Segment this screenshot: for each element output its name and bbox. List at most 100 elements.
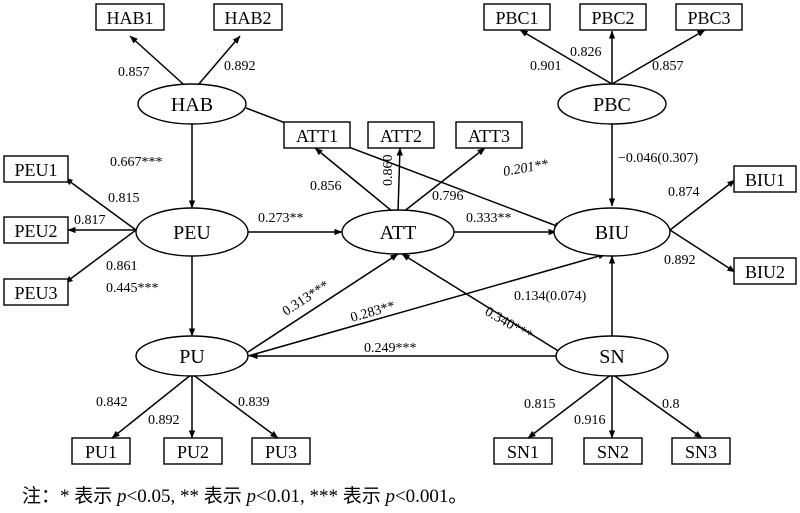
construct-biu-label: BIU [595, 222, 630, 244]
loading-biu-biu2: 0.892 [664, 253, 696, 268]
indicator-pbc1-label: PBC1 [495, 8, 538, 28]
edge-pbc-pbc3 [611, 29, 706, 85]
edge-pu-pu3 [191, 373, 279, 439]
loading-pu-pu2: 0.892 [148, 413, 180, 428]
construct-peu-label: PEU [173, 222, 211, 244]
indicator-sn3-label: SN3 [685, 442, 717, 462]
loading-pbc-pbc3: 0.857 [652, 59, 684, 74]
indicators: HAB1 HAB2 PBC1 PBC2 PBC3 PEU1 PEU2 PEU3 … [3, 3, 797, 465]
edge-sn-sn3 [611, 373, 703, 439]
loading-peu-peu1: 0.815 [108, 191, 140, 206]
edge-sn-sn1 [527, 373, 613, 439]
indicator-att2: ATT2 [367, 121, 435, 149]
loading-peu-peu2: 0.817 [74, 213, 106, 228]
loading-labels: 0.857 0.892 0.901 0.826 0.857 0.815 0.81… [74, 45, 700, 428]
indicator-pbc3: PBC3 [675, 3, 743, 31]
construct-att: ATT [341, 209, 455, 255]
coef-hab-peu: 0.667*** [110, 155, 163, 170]
loading-pbc-pbc1: 0.901 [530, 59, 562, 74]
edge-peu-peu1 [64, 177, 137, 231]
indicator-hab2-label: HAB2 [224, 8, 271, 28]
coef-sn-biu: 0.134(0.074) [514, 289, 587, 304]
construct-hab: HAB [137, 83, 247, 125]
footnote-text-3: <0.001。 [394, 486, 468, 507]
loading-sn-sn3: 0.8 [662, 397, 680, 412]
footnote-prefix: 注：* 表示 [22, 486, 118, 507]
loading-pu-pu1: 0.842 [96, 395, 128, 410]
indicator-pu1: PU1 [71, 437, 131, 465]
indicator-pu2-label: PU2 [177, 442, 209, 462]
path-pu-biu [247, 253, 607, 357]
indicator-peu2: PEU2 [3, 216, 69, 244]
indicator-pu2: PU2 [163, 437, 223, 465]
indicator-hab1-label: HAB1 [106, 8, 153, 28]
construct-biu: BIU [553, 207, 671, 257]
edge-hab-hab1 [129, 35, 193, 93]
indicator-att1-label: ATT1 [296, 126, 338, 146]
edge-peu-peu3 [64, 229, 137, 284]
coef-peu-att: 0.273** [258, 211, 304, 226]
footnote-p-2: p [246, 486, 256, 507]
construct-pbc-label: PBC [593, 94, 631, 116]
loading-pbc-pbc2: 0.826 [570, 45, 602, 60]
loading-biu-biu1: 0.874 [668, 185, 700, 200]
coef-hab-biu: 0.201** [502, 157, 549, 180]
indicator-sn1: SN1 [493, 437, 553, 465]
edge-biu-biu1 [669, 179, 736, 231]
loading-hab-hab1: 0.857 [118, 65, 150, 80]
indicator-sn2: SN2 [583, 437, 643, 465]
indicator-biu1: BIU1 [733, 165, 797, 193]
indicator-att2-label: ATT2 [380, 126, 422, 146]
indicator-peu2-label: PEU2 [14, 221, 57, 241]
construct-pbc: PBC [557, 83, 667, 125]
indicator-biu2: BIU2 [733, 257, 797, 285]
footnote-text-2: <0.01, *** 表示 [255, 486, 386, 507]
coef-att-biu: 0.333** [466, 211, 512, 226]
loading-att-att1: 0.856 [310, 179, 342, 194]
indicator-pu3: PU3 [251, 437, 311, 465]
indicator-pu1-label: PU1 [85, 442, 117, 462]
indicator-sn2-label: SN2 [597, 442, 629, 462]
edges [64, 29, 736, 439]
coef-peu-pu: 0.445*** [106, 281, 159, 296]
edge-biu-biu2 [669, 229, 736, 273]
loading-peu-peu3: 0.861 [106, 259, 138, 274]
loading-att-att3: 0.796 [432, 189, 464, 204]
edge-pu-pu1 [111, 373, 193, 439]
loading-att-att2: 0.860 [381, 155, 396, 187]
indicator-biu2-label: BIU2 [745, 262, 785, 282]
indicator-peu3: PEU3 [3, 278, 69, 306]
construct-pu-label: PU [179, 346, 205, 368]
indicator-hab1: HAB1 [95, 3, 165, 31]
indicator-sn3: SN3 [671, 437, 731, 465]
edge-hab-hab2 [191, 35, 241, 93]
path-pu-att [247, 253, 399, 353]
construct-sn-label: SN [599, 346, 625, 368]
edge-pbc-pbc1 [519, 29, 613, 85]
loading-pu-pu3: 0.839 [238, 395, 270, 410]
coef-pu-biu: 0.283** [349, 299, 397, 326]
indicator-att3: ATT3 [455, 121, 523, 149]
indicator-pbc2: PBC2 [579, 3, 647, 31]
footnote-p-3: p [385, 486, 395, 507]
footnote-p-1: p [117, 486, 127, 507]
coef-sn-pu: 0.249*** [364, 341, 417, 356]
loading-hab-hab2: 0.892 [224, 59, 256, 74]
construct-hab-label: HAB [171, 94, 213, 116]
indicator-peu3-label: PEU3 [14, 283, 57, 303]
coef-pbc-biu: −0.046(0.307) [618, 151, 699, 166]
indicator-att3-label: ATT3 [468, 126, 510, 146]
path-sn-att [401, 253, 561, 353]
footnote-text-1: <0.05, ** 表示 [126, 486, 247, 507]
indicator-pbc1: PBC1 [483, 3, 551, 31]
edge-att-att1 [314, 147, 399, 217]
edge-att-att2 [396, 147, 403, 213]
construct-peu: PEU [135, 207, 249, 257]
indicator-pbc3-label: PBC3 [687, 8, 730, 28]
loading-sn-sn1: 0.815 [524, 397, 556, 412]
indicator-biu1-label: BIU1 [745, 170, 785, 190]
significance-footnote: 注：* 表示 p<0.05, ** 表示 p<0.01, *** 表示 p<0.… [22, 481, 782, 509]
indicator-peu1: PEU1 [3, 155, 69, 183]
indicator-pu3-label: PU3 [265, 442, 297, 462]
